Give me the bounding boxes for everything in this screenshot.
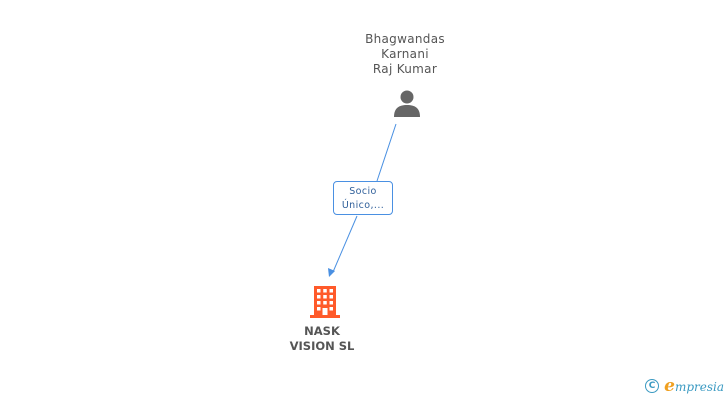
person-icon[interactable] <box>392 88 422 118</box>
relation-label-line-1: Socio <box>349 186 377 197</box>
person-name[interactable]: Bhagwandas Karnani Raj Kumar <box>345 32 465 77</box>
person-name-line-1: Bhagwandas <box>365 32 445 46</box>
copyright-icon: C <box>645 379 660 393</box>
brand-initial: e <box>664 376 675 396</box>
person-name-line-2: Karnani <box>381 47 429 61</box>
person-name-line-3: Raj Kumar <box>372 62 438 76</box>
building-icon[interactable] <box>309 285 341 319</box>
company-name-line-2: VISION SL <box>289 339 355 353</box>
relation-label-box[interactable]: Socio Único,... <box>333 181 393 215</box>
relation-label-line-2: Único,... <box>341 200 385 211</box>
connector-line-upper <box>376 123 397 182</box>
company-name-line-1: NASK <box>304 324 340 338</box>
company-name[interactable]: NASK VISION SL <box>272 324 372 354</box>
empresia-logo: e mpresia <box>664 376 724 396</box>
connector-line-lower <box>332 215 358 273</box>
brand-rest: mpresia <box>674 380 724 394</box>
arrowhead-icon <box>328 268 335 277</box>
footer-brand: C e mpresia <box>645 376 724 396</box>
